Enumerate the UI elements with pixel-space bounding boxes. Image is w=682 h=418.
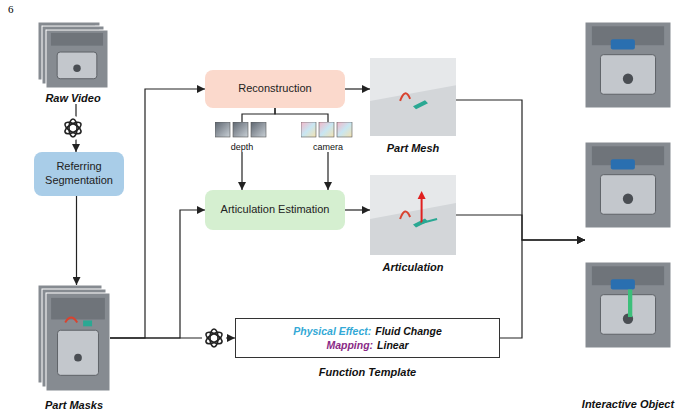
template-caption: Function Template [225,366,510,378]
image-caption: Part Masks [28,399,120,411]
field-name: Physical Effect: [293,325,371,337]
process-box: Articulation Estimation [205,190,345,230]
image-caption: Raw Video [28,92,118,104]
illustration [38,285,110,391]
illustration [370,58,456,136]
box-label: Reconstruction [238,82,311,96]
image-caption: Articulation [360,261,466,273]
template-line: Mapping: Linear [324,338,410,352]
illustration [370,175,456,255]
image-panel: camera [301,122,355,152]
image-caption: Part Mesh [360,142,466,154]
llm-logo [202,326,226,350]
image-caption: camera [291,142,365,152]
image-caption: Interactive Object [575,398,681,410]
template-frame: Physical Effect: Fluid ChangeMapping: Line… [235,318,500,358]
field-name: Mapping: [326,339,373,351]
page-number: 6 [8,3,14,15]
flow-arrow [110,337,235,338]
field-value: Fluid Change [375,325,442,337]
template-line: Physical Effect: Fluid Change [291,324,444,338]
field-value: Linear [377,339,409,351]
flow-arrow [456,100,585,240]
image-panel: Articulation [370,175,456,273]
template-box: Physical Effect: Fluid ChangeMapping: Line… [235,318,500,378]
flow-arrow [275,108,328,122]
flow-arrow [242,108,275,122]
flow-arrow [456,215,585,240]
box-label: Referring Segmentation [38,160,120,188]
flow-arrow [76,196,77,285]
image-panel: Part Masks [38,285,110,411]
flow-arrow [345,88,370,89]
image-panel: depth [215,122,269,152]
illustration [38,22,108,88]
image-caption: depth [205,142,279,152]
flow-arrow [110,89,205,338]
llm-logo [61,116,85,140]
image-panel: Raw Video [38,22,108,104]
flow-arrow [110,210,205,338]
flow-arrow [75,104,76,152]
process-box: Referring Segmentation [34,152,124,196]
flow-arrow [345,209,370,210]
illustration [215,122,269,138]
flow-arrow [500,240,585,338]
image-panel: Interactive Object [585,22,671,410]
flow-arrow [327,152,328,190]
illustration [301,122,355,138]
flow-arrow [241,152,242,190]
illustration [585,22,671,348]
box-label: Articulation Estimation [221,203,330,217]
process-box: Reconstruction [205,70,345,108]
image-panel: Part Mesh [370,58,456,154]
